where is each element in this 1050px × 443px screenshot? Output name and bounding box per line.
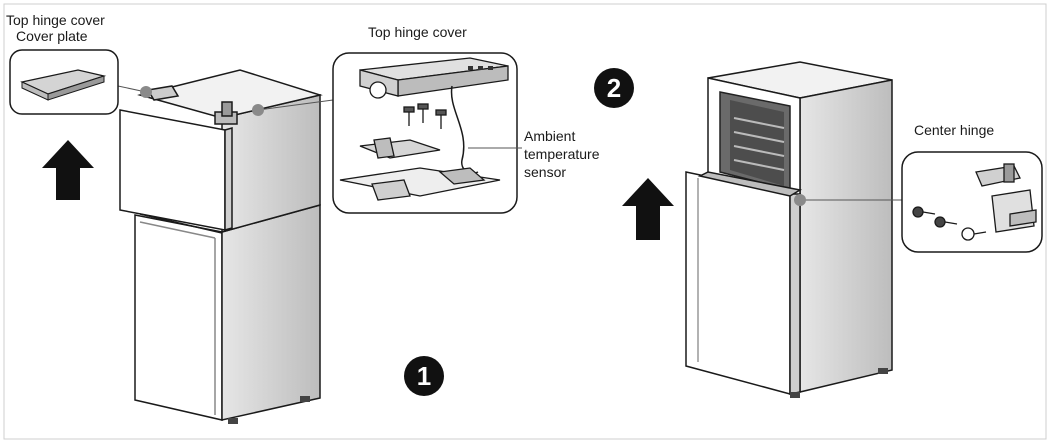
center-hinge-inset xyxy=(901,151,1043,253)
callout-dot-center-hinge xyxy=(794,194,806,206)
step-badge-1: 1 xyxy=(404,356,444,396)
up-arrow-right-icon xyxy=(622,178,674,240)
label-top-hinge-cover-outer: Top hinge cover xyxy=(6,12,105,28)
label-ambient-line2: temperature xyxy=(524,146,600,162)
label-cover-plate: Cover plate xyxy=(16,28,88,44)
label-ambient-line1: Ambient xyxy=(524,128,576,144)
label-center-hinge: Center hinge xyxy=(914,122,995,138)
label-top-hinge-cover-detail: Top hinge cover xyxy=(368,24,467,40)
callout-dot-cover-plate xyxy=(140,86,152,98)
top-hinge-detail-inset xyxy=(332,52,518,214)
step-badge-2: 2 xyxy=(594,68,634,108)
label-ambient-line3: sensor xyxy=(524,164,567,180)
fridge-right xyxy=(685,61,893,398)
up-arrow-left-icon xyxy=(42,140,94,200)
image-border xyxy=(3,3,1047,440)
fridge-left xyxy=(119,69,323,424)
callout-dot-top-hinge xyxy=(252,104,264,116)
cover-plate-inset xyxy=(9,49,119,115)
